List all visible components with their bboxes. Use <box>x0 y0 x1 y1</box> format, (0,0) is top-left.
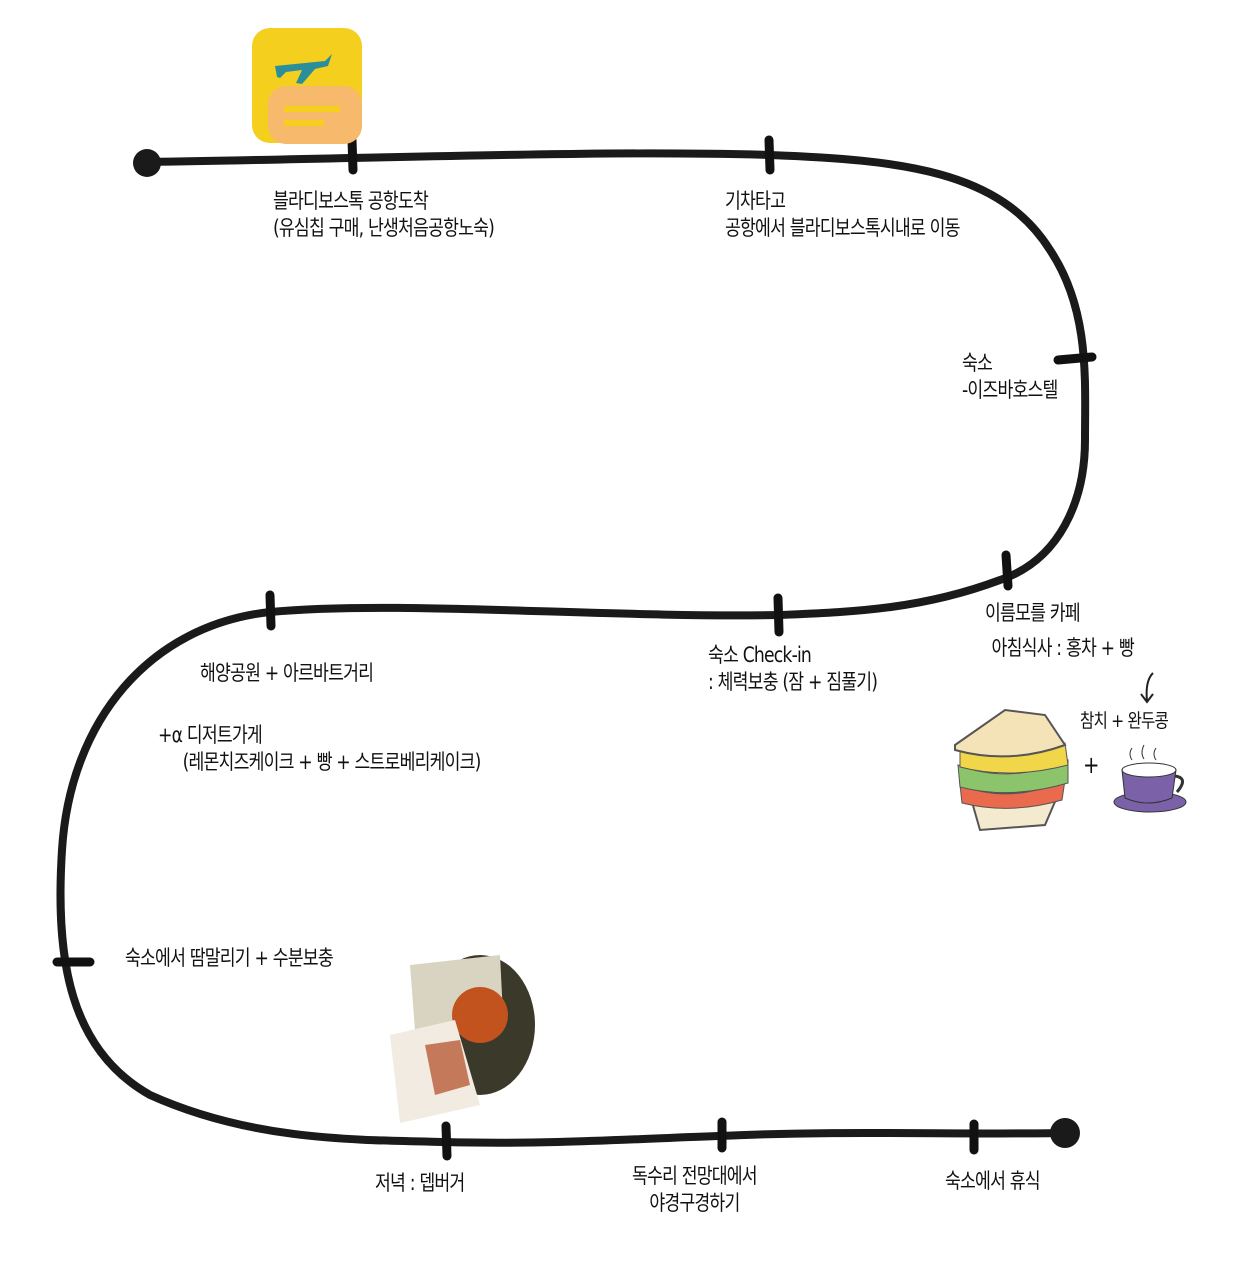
stop-title: 독수리 전망대에서 <box>632 1164 758 1188</box>
stop-label-airport: 블라디보스톡 공항도착 (유심칩 구매, 난생처음공항노숙) <box>273 188 495 242</box>
stop-label-dinner: 저녁 : 뎁버거 <box>375 1171 465 1195</box>
stop-note: -이즈바호스텔 <box>962 378 1058 402</box>
stop-label-park: 해양공원 + 아르바트거리 <box>200 661 374 685</box>
stop-note: 공항에서 블라디보스톡시내로 이동 <box>725 216 960 240</box>
tick-4 <box>1001 550 1013 591</box>
stop-label-rest: 숙소에서 땀말리기 + 수분보충 <box>125 946 334 970</box>
start-dot <box>133 149 161 177</box>
stop-label-train: 기차타고 공항에서 블라디보스톡시내로 이동 <box>725 188 960 242</box>
tick-5 <box>773 593 784 637</box>
stop-label-cafe: 이름모를 카페 아침식사 : 홍차 + 빵 <box>985 600 1135 662</box>
stop-note: 아침식사 : 홍차 + 빵 <box>991 636 1135 660</box>
stop-title: 이름모를 카페 <box>985 601 1081 625</box>
cafe-extra: 참치 + 완두콩 <box>1080 710 1169 732</box>
tick-1 <box>347 135 358 175</box>
route-path <box>56 149 1090 1147</box>
stop-title: 기차타고 <box>725 189 786 213</box>
stop-note: (유심칩 구매, 난생처음공항노숙) <box>273 216 495 240</box>
stop-extra: (레몬치즈케이크 + 빵 + 스트로베리케이크) <box>182 750 482 774</box>
airplane-ticket-icon <box>252 28 362 144</box>
stop-title: 숙소 Check-in <box>708 643 812 667</box>
stop-label-checkin: 숙소 Check-in : 체력보충 (잠 + 짐풀기) <box>708 642 878 696</box>
tick-3 <box>1053 352 1097 365</box>
stop-label-dessert: +α 디저트가게 (레몬치즈케이크 + 빵 + 스트로베리케이크) <box>158 722 481 776</box>
stop-ticks <box>52 135 1097 1161</box>
arrow-icon <box>1140 672 1154 704</box>
stop-label-hostel: 숙소 -이즈바호스텔 <box>962 350 1058 404</box>
stop-label-observatory: 독수리 전망대에서 야경구경하기 <box>632 1163 758 1217</box>
burger-photo <box>390 955 535 1123</box>
sandwich-illustration <box>954 708 1069 832</box>
tick-6 <box>265 590 276 631</box>
stop-note: +α 디저트가게 <box>158 723 263 747</box>
stop-label-final-rest: 숙소에서 휴식 <box>945 1169 1041 1193</box>
tick-8 <box>441 1121 452 1161</box>
coffee-cup-illustration <box>1113 744 1187 813</box>
plus-sign: + <box>1083 751 1099 779</box>
end-dot <box>1050 1118 1080 1148</box>
stop-title: 블라디보스톡 공항도착 <box>273 189 429 213</box>
stop-note: : 체력보충 (잠 + 짐풀기) <box>708 670 878 694</box>
tick-2 <box>764 135 775 175</box>
stop-note: 야경구경하기 <box>649 1191 740 1215</box>
stop-title: 숙소 <box>962 351 993 375</box>
